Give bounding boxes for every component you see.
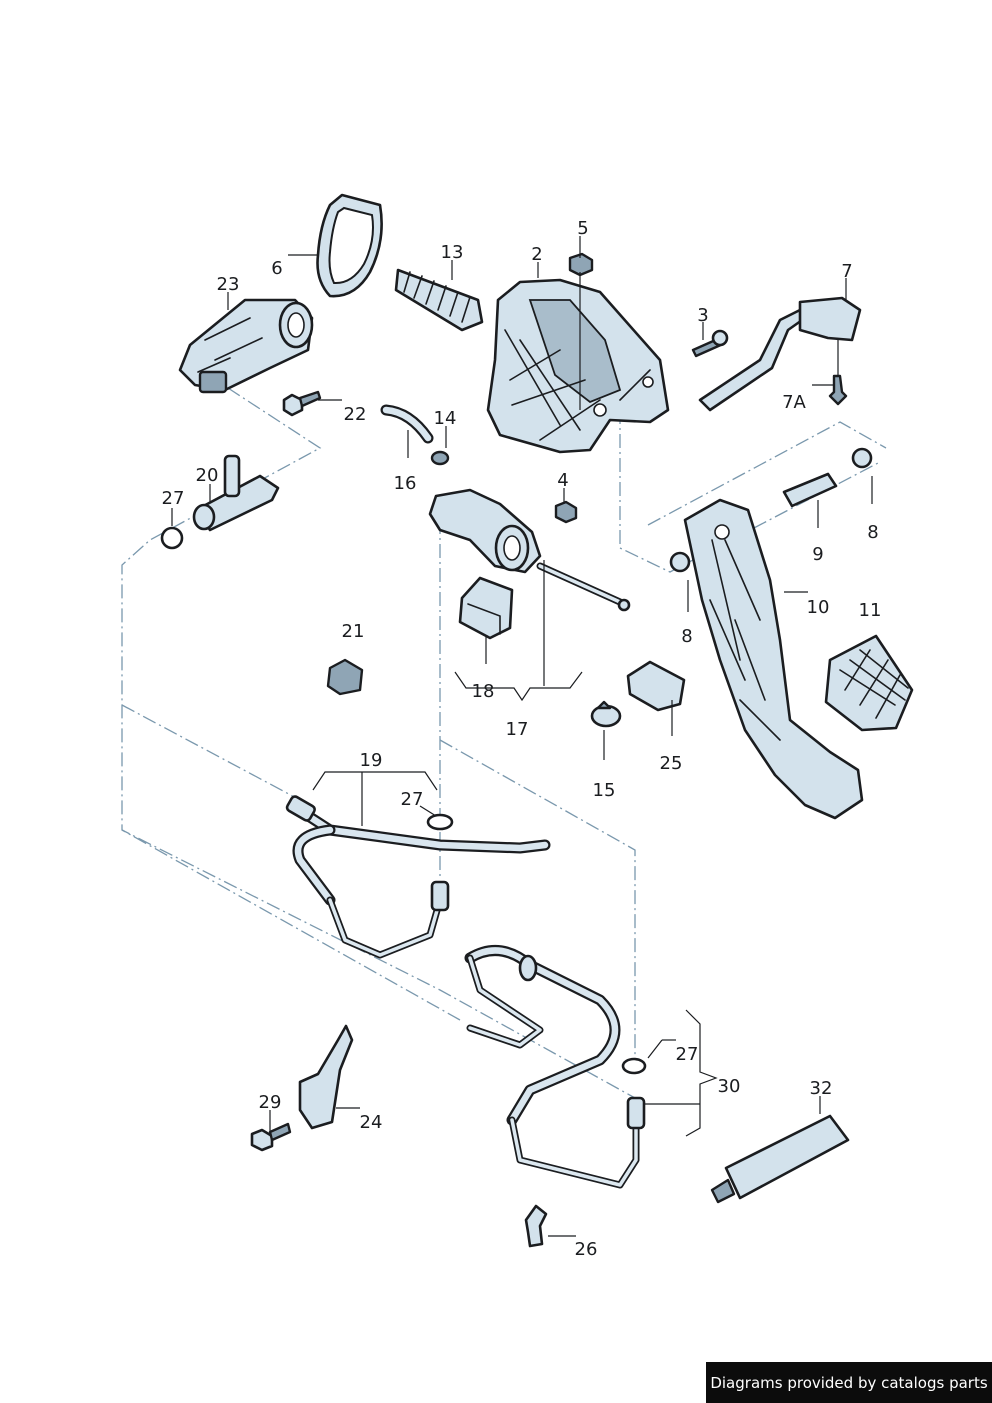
part-screw-7a	[828, 374, 848, 406]
part-bolt-3	[691, 329, 729, 358]
callout-14: 14	[434, 408, 457, 429]
part-master-cylinder	[428, 488, 631, 612]
callout-labels: 2 3 4 5 6 7 7A 8 8 9 10 11 13 14 15 16 1…	[162, 218, 882, 1260]
callout-17: 17	[506, 719, 529, 740]
part-bolt-29	[250, 1122, 292, 1152]
part-seal-ring-27b	[426, 813, 454, 831]
part-pedal-pad	[824, 634, 914, 732]
callout-2: 2	[531, 244, 542, 265]
part-connector-20	[192, 454, 280, 532]
part-grease-tube	[710, 1114, 850, 1204]
part-nut-5	[568, 252, 594, 277]
callout-10: 10	[807, 597, 830, 618]
callout-4: 4	[557, 470, 568, 491]
callout-32: 32	[810, 1078, 833, 1099]
callout-20: 20	[196, 465, 219, 486]
callout-7a: 7A	[782, 392, 806, 413]
part-sensor	[458, 576, 514, 640]
credit-text: Diagrams provided by catalogs parts	[710, 1373, 988, 1392]
part-gasket	[316, 193, 383, 298]
part-line-30	[464, 944, 646, 1189]
callout-7: 7	[841, 261, 852, 282]
credit-badge: Diagrams provided by catalogs parts	[706, 1362, 992, 1403]
callout-18: 18	[472, 681, 495, 702]
callout-3: 3	[697, 305, 708, 326]
part-seal-ring-27c	[621, 1057, 647, 1075]
callout-29: 29	[259, 1092, 282, 1113]
callout-11: 11	[859, 600, 882, 621]
callout-24: 24	[360, 1112, 383, 1133]
part-stop-15	[590, 700, 622, 728]
callout-27c: 27	[676, 1044, 699, 1065]
callout-23: 23	[217, 274, 240, 295]
callout-27a: 27	[162, 488, 185, 509]
callout-22: 22	[344, 404, 367, 425]
callout-9: 9	[812, 544, 823, 565]
callout-5: 5	[577, 218, 588, 239]
callout-26: 26	[575, 1239, 598, 1260]
callout-13: 13	[441, 242, 464, 263]
part-clamp-14	[430, 450, 450, 466]
callout-16: 16	[394, 473, 417, 494]
part-dust-boot	[394, 268, 484, 332]
part-bushing-8a	[851, 447, 873, 469]
part-bracket-24	[298, 1024, 354, 1130]
part-nut-4	[554, 500, 578, 524]
callout-8a: 8	[867, 522, 878, 543]
callout-15: 15	[593, 780, 616, 801]
part-holder-25	[626, 660, 686, 712]
part-sleeve	[782, 472, 838, 508]
leader-lines	[171, 236, 873, 1237]
callout-30: 30	[718, 1076, 741, 1097]
part-bushing-8b	[669, 551, 691, 573]
part-linkage-rod	[698, 296, 862, 412]
callout-25: 25	[660, 753, 683, 774]
callout-6: 6	[271, 258, 282, 279]
callout-19: 19	[360, 750, 383, 771]
part-clutch-pedal	[683, 498, 864, 820]
callout-21: 21	[342, 621, 365, 642]
part-bolt-22	[282, 390, 322, 417]
part-line-19	[285, 795, 551, 959]
callout-8b: 8	[681, 626, 692, 647]
part-seal-ring-27a	[160, 526, 184, 550]
callout-27b: 27	[401, 789, 424, 810]
part-pedal-bracket	[486, 278, 670, 454]
part-clip-26	[524, 1204, 548, 1248]
part-switch-housing	[178, 298, 314, 394]
part-clip-21	[326, 658, 364, 696]
